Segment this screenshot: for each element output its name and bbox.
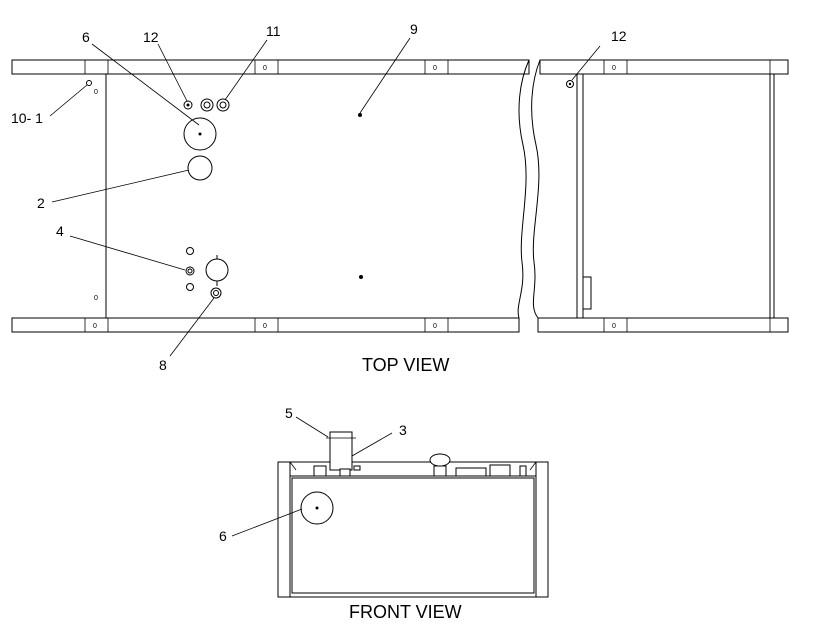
callout-8: 8 (159, 357, 167, 373)
tank-body (291, 477, 535, 594)
front-view-title: FRONT VIEW (349, 602, 462, 622)
part-9-point (358, 113, 362, 117)
mark-zero: 0 (93, 323, 97, 330)
mark-zero: 0 (612, 323, 616, 330)
leader-lines-front (231, 416, 393, 537)
callout-6: 6 (82, 29, 90, 45)
mark-zero: 0 (612, 65, 616, 72)
bottom-rail-right: 0 (537, 317, 789, 333)
sending-unit-front (455, 464, 527, 477)
callout-3: 3 (399, 422, 407, 438)
part-3-fitting (313, 465, 361, 477)
mark-zero: 0 (433, 65, 437, 72)
mark-zero: 0 (94, 295, 98, 302)
mark-zero: 0 (433, 323, 437, 330)
bottom-rail-left: 0 0 0 (11, 317, 520, 333)
part-6-filler-cap (183, 117, 217, 151)
mark-zero: 0 (263, 323, 267, 330)
sending-unit (205, 255, 229, 286)
front-view: 5 3 6 FRONT VIEW (219, 405, 549, 622)
callout-5: 5 (285, 405, 293, 421)
top-rail-left: 0 0 (11, 59, 530, 75)
leader-lines-top (49, 37, 601, 357)
vent-cap (429, 453, 451, 477)
part-4-fittings (185, 247, 195, 291)
callout-4: 4 (56, 223, 64, 239)
part-2-opening (187, 155, 213, 181)
callout-12: 12 (143, 29, 159, 45)
callout-2: 2 (37, 195, 45, 211)
top-rail-right: 0 (539, 59, 789, 75)
part-6-cap-front (300, 491, 334, 525)
callout-10-1: 10- 1 (11, 110, 43, 126)
part-8-fitting (210, 287, 222, 299)
callout-11: 11 (266, 23, 281, 39)
part-5-filler-neck (326, 431, 356, 471)
callout-6-front: 6 (219, 528, 227, 544)
mark-zero: 0 (263, 65, 267, 72)
center-point (359, 275, 363, 279)
part-10-1-fitting (86, 80, 92, 86)
top-view-title: TOP VIEW (362, 355, 449, 375)
break-line (517, 59, 541, 319)
right-end-frame (576, 74, 775, 318)
callout-9: 9 (410, 21, 418, 37)
mark-zero: 0 (94, 89, 98, 96)
part-11-fittings (200, 98, 230, 112)
top-view: 0 0 0 0 0 0 0 (11, 21, 789, 375)
callout-12: 12 (611, 28, 627, 44)
